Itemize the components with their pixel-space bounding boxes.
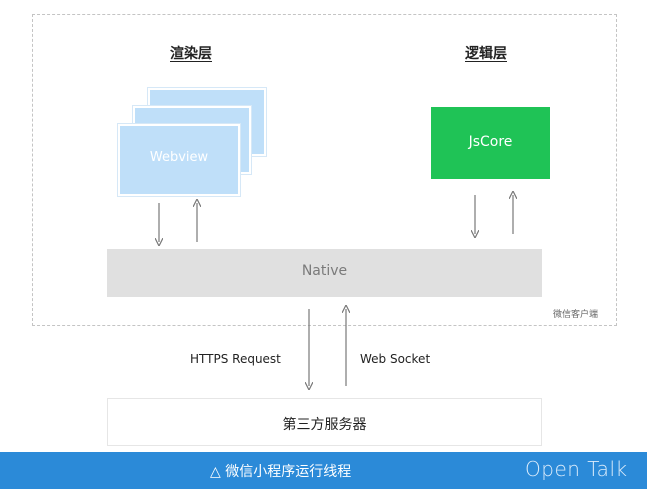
- wechat-client-label: 微信客户端: [553, 310, 599, 320]
- logic-layer-title: 逻辑层: [465, 46, 507, 62]
- footer-bar: △ 微信小程序运行线程 Open Talk: [0, 452, 647, 489]
- render-layer-title: 渲染层: [170, 46, 212, 62]
- web-socket-label: Web Socket: [360, 352, 431, 366]
- https-request-label: HTTPS Request: [190, 352, 281, 366]
- webview-card-front: Webview: [118, 124, 240, 196]
- webview-label: Webview: [149, 150, 209, 165]
- footer-caption: △ 微信小程序运行线程: [210, 464, 352, 480]
- jscore-label: JsCore: [468, 134, 513, 150]
- native-label: Native: [301, 263, 348, 279]
- third-party-server-box: 第三方服务器: [107, 398, 542, 446]
- open-talk-logo: Open Talk: [525, 457, 628, 481]
- jscore-box: JsCore: [431, 107, 550, 179]
- native-bar: Native: [107, 249, 542, 297]
- wechat-client-boundary: [32, 14, 617, 326]
- third-party-server-label: 第三方服务器: [282, 417, 367, 433]
